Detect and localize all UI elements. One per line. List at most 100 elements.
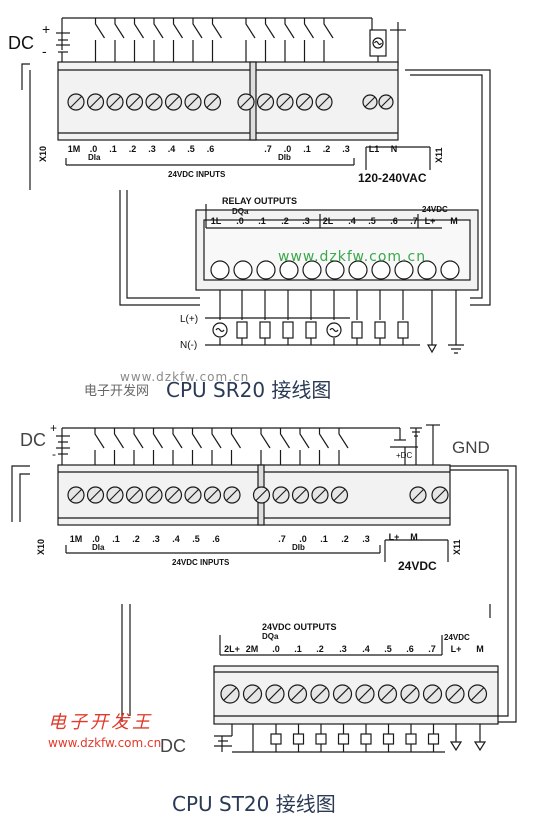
sr20-power-terminal-slot-1 [380,96,392,108]
st20-output-terminal-slot-5 [335,687,350,701]
sr20-power-label-0: L1 [369,144,380,154]
sr20-load-7 [374,321,386,339]
st20-input-switches [94,428,349,466]
sr20-dia-label-4: .3 [148,144,156,154]
st20-switch-6 [211,428,222,466]
sr20-relay-terminal-6 [348,260,368,280]
st20-load-1 [292,733,305,745]
sr20-input-terminal-slot-9 [259,96,272,108]
sr20-power-label-1: N [391,144,398,154]
st20-output-label-8: .6 [406,644,414,654]
st20-output-labels: 2L+2M.0.1.2.3.4.5.6.7 [224,644,436,654]
sr20-relay-label-6: .4 [348,216,356,226]
st20-x11-label: X11 [452,539,462,555]
sr20-load-8 [397,321,409,339]
sr20-relay-terminal-2 [256,260,276,280]
sr20-input-terminal-slot-12 [318,96,330,108]
sr20-dc-battery-icon [56,32,70,53]
st20-output-label-2: .0 [272,644,280,654]
st20-input-terminal-slot-2 [109,489,121,501]
st20-dc-small-label: +DC [396,451,412,460]
sr20-caption: CPU SR20 接线图 [166,378,332,402]
sr20-relay-label-5: 2L [323,216,334,226]
sr20-relay-terminal-7 [371,260,391,280]
st20-output-terminal-slot-4 [313,687,327,701]
sr20-relay-terminal-8 [394,260,414,280]
st20-bottom-dc-icon [214,735,445,753]
sr20-switch-1 [114,18,125,62]
st20-gnd-label: GND [452,438,490,457]
sr20-switch-5 [192,18,203,62]
sr20-switch-11 [323,18,334,62]
st20-power-labels: L+M [389,532,418,542]
sr20-relay-terminal-4 [302,260,322,280]
st20-dia-label-2: .1 [112,534,120,544]
st20-output-label-3: .1 [294,644,302,654]
sr20-dia-label-3: .2 [129,144,137,154]
sr20-load-4 [305,321,317,339]
st20-minus-sign: - [52,447,56,461]
st20-power-label-0: L+ [389,532,400,542]
sr20-inputs-title: 24VDC INPUTS [168,170,226,179]
st20-input-terminal-slot-3 [128,489,141,501]
sr20-dia-label-0: 1M [68,144,81,154]
sr20-sensor-title: 24VDC [422,205,448,214]
st20-load-2 [315,733,327,745]
sr20-power-terminal-slot-0 [364,96,376,108]
sr20-relay-label-2: .1 [258,216,266,226]
st20-dib-label-3: .2 [341,534,349,544]
sr20-power-labels: L1 N [369,144,398,154]
st20-input-terminal-slot-12 [314,489,326,501]
st20-input-terminal-slot-8 [226,489,238,501]
st20-switch-0 [94,428,105,466]
sr20-switch-6 [211,18,223,62]
sr20-load-6 [351,321,363,339]
sr20-relay-label-7: .5 [368,216,376,226]
sr20-relay-terminals [210,260,460,280]
st20-dc-battery-icon [56,428,70,458]
st20-input-terminal-slot-0 [70,489,82,501]
st20-input-terminal-slot-13 [333,489,346,501]
st20-output-label-9: .7 [428,644,436,654]
sr20-switch-8 [264,18,276,62]
sr20-input-terminal-slot-8 [240,96,252,108]
sr20-dib-label-3: .2 [323,144,331,154]
sr20-dib-label-4: .3 [342,144,350,154]
st20-input-terminal-slot-5 [167,489,180,501]
st20-output-terminal-slot-9 [425,687,440,701]
sr20-input-terminal-slot-7 [206,96,219,108]
st20-input-terminal-slot-15 [434,489,446,501]
st20-input-terminal-slot-1 [89,489,102,501]
st20-sensor-labels: L+M [451,644,484,654]
sr20-input-terminal-slot-2 [109,96,121,108]
st20-dia-label-4: .3 [152,534,160,544]
sr20-dia-label-2: .1 [109,144,117,154]
sr20-relay-title: RELAY OUTPUTS [222,196,297,206]
st20-input-terminal-slot-11 [294,489,307,501]
st20-output-label-5: .3 [339,644,347,654]
sr20-dib-label-2: .1 [303,144,311,154]
st20-input-terminal-slot-4 [148,489,160,501]
sr20-site-name: 电子开发网 [84,384,150,399]
st20-output-label-4: .2 [316,644,324,654]
st20-dia-label-1: .0 [92,534,100,544]
sr20-relay-terminal-3 [279,260,299,280]
sr20-switch-9 [284,18,295,62]
sr20-load-2 [259,321,271,339]
sr20-input-terminal-slot-6 [187,96,199,108]
st20-switch-10 [299,428,310,466]
sr20-load-3 [282,321,294,339]
sr20-dib-group: DIb [278,153,291,162]
st20-output-terminal-slot-2 [268,687,282,701]
st20-load-3 [337,733,350,745]
st20-dib-group: DIb [292,543,305,552]
st20-output-label-0: 2L+ [224,644,240,654]
st20-dia-group: DIa [92,543,105,552]
st20-load-5 [382,733,395,745]
st20-load-4 [360,733,372,745]
st20-switch-4 [172,428,183,466]
sr20-sensor-label-0: L+ [425,216,436,226]
sr20-input-terminal-slot-3 [128,96,141,108]
st20-switch-12 [338,428,349,466]
sr20-switch-0 [94,18,106,62]
